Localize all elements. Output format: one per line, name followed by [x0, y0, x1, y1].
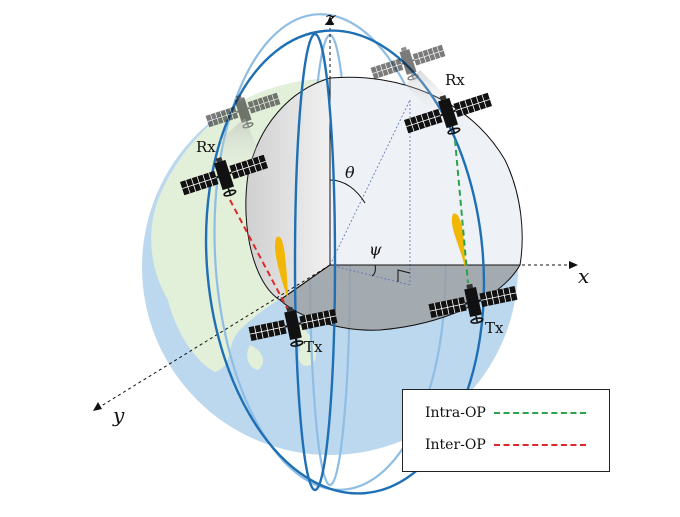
octant-cutaway: [245, 76, 523, 331]
psi-arc: [371, 264, 376, 277]
legend-item-inter: Inter-OP: [425, 437, 586, 453]
octant-left-face: [245, 77, 331, 301]
legend-label-inter: Inter-OP: [425, 437, 486, 453]
axis-arrowheads: [93, 16, 578, 411]
tx-right-label: Tx: [485, 319, 504, 337]
psi-label: ψ: [369, 240, 382, 259]
rx-right-label: Rx: [445, 71, 465, 89]
legend-swatch-intra: [493, 412, 586, 414]
theta-label: θ: [345, 163, 355, 182]
y-axis-label: y: [112, 403, 125, 427]
axes: [97, 22, 572, 409]
orbits-dark: [204, 29, 486, 495]
beam-left: [274, 236, 288, 300]
earth-land-islands: [247, 325, 317, 370]
z-axis-label: z: [324, 6, 336, 30]
shadow-wedge-right: [405, 70, 450, 120]
beams: [274, 213, 465, 300]
right-angle-mark: [397, 269, 411, 282]
tx-left-label: Tx: [304, 338, 323, 356]
rx-left-label: Rx: [196, 138, 216, 156]
octant-bottom-face: [279, 264, 521, 331]
beam-right: [451, 213, 465, 268]
construction-lines: [329, 99, 411, 286]
legend-item-intra: Intra-OP: [425, 405, 586, 421]
x-axis-label: x: [578, 264, 589, 288]
legend-label-intra: Intra-OP: [425, 405, 486, 421]
inter-op-link: [229, 199, 289, 311]
legend: Intra-OP Inter-OP: [402, 389, 610, 472]
legend-swatch-inter: [493, 444, 586, 446]
intra-op-link: [454, 139, 469, 284]
octant-back-face: [329, 76, 523, 266]
